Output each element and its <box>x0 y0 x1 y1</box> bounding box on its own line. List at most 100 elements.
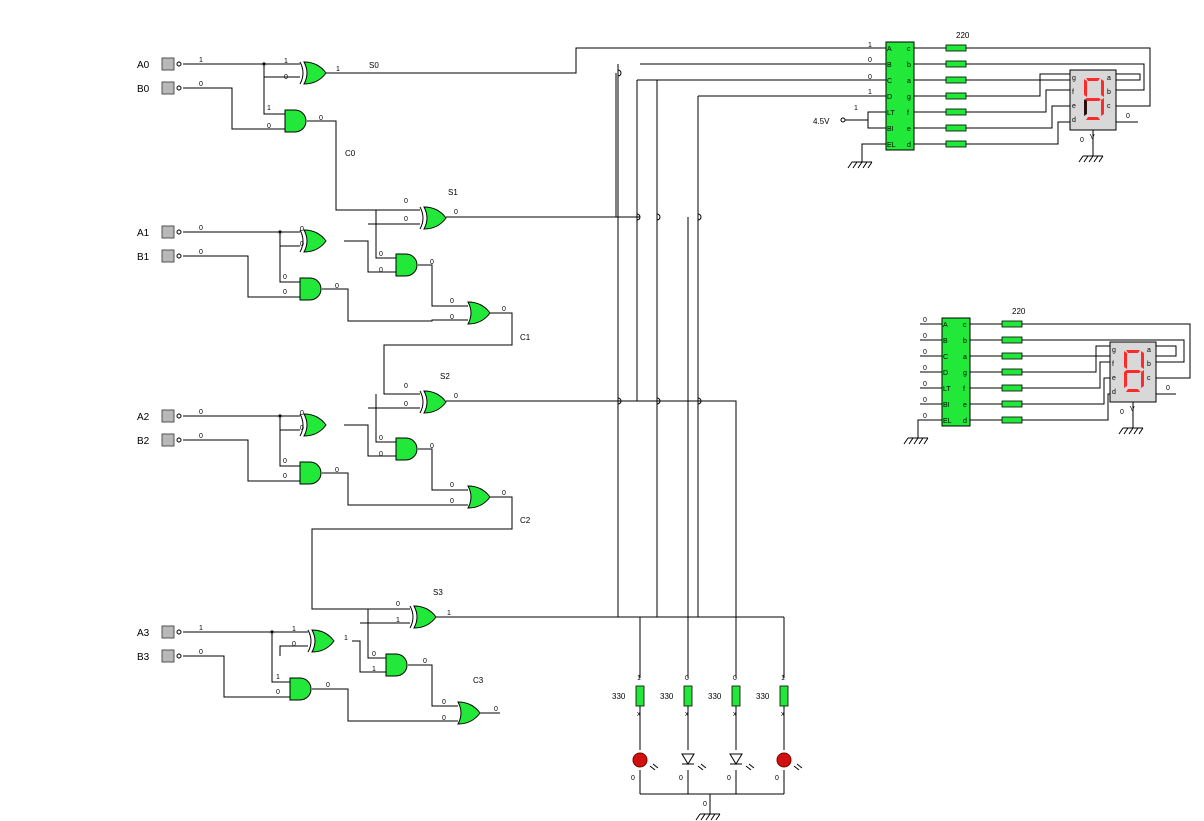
resistor-value: 330 <box>756 692 770 701</box>
resistor-330 <box>731 685 741 707</box>
node-level: 0 <box>727 775 731 782</box>
or-gate-c2 <box>467 485 491 509</box>
decoder-pin: EL <box>943 418 952 425</box>
xor-gate-s1 <box>423 206 447 230</box>
level: 0 <box>404 198 408 205</box>
xor-gate-s0 <box>303 61 327 85</box>
level: 0 <box>300 410 304 417</box>
wire <box>263 64 285 115</box>
input-switch[interactable] <box>161 433 175 447</box>
resistor-330 <box>683 685 693 707</box>
and-gate-a3a <box>289 677 312 701</box>
resistor-330 <box>779 685 789 707</box>
level: 0 <box>450 498 454 505</box>
decoder-pin: b <box>963 338 967 345</box>
level: 0 <box>502 306 506 313</box>
wire <box>861 143 886 156</box>
level: 0 <box>283 274 287 281</box>
level: 0 <box>276 689 280 696</box>
wire <box>383 312 513 395</box>
display-pin: f <box>1112 361 1114 368</box>
input-label: A1 <box>137 228 150 239</box>
led-unlit <box>729 753 743 765</box>
level: 0 <box>923 349 927 356</box>
decoder-pin: e <box>907 126 911 133</box>
level: 0 <box>868 74 872 81</box>
wire <box>656 80 689 678</box>
display-pin: d <box>1072 117 1076 124</box>
resistor-value: 330 <box>708 692 722 701</box>
wire <box>307 120 420 211</box>
led-emission-arrows <box>649 763 659 771</box>
wire <box>344 424 396 457</box>
decoder-pin: A <box>887 46 892 53</box>
junction-dot <box>262 62 266 66</box>
level: 1 <box>396 617 400 624</box>
switch-terminal <box>176 629 182 635</box>
wire <box>998 73 1070 97</box>
wire <box>183 439 300 482</box>
supply-label: 4.5V <box>813 117 830 126</box>
led-lit <box>632 752 648 768</box>
decoder-pin: g <box>963 370 967 377</box>
input-switch[interactable] <box>161 409 175 423</box>
segment-e <box>1124 370 1127 388</box>
wire <box>1054 361 1110 389</box>
decoder-pin: A <box>943 322 948 329</box>
level: 0 <box>442 699 446 706</box>
led-emission-arrows <box>697 763 707 771</box>
input-switch[interactable] <box>161 225 175 239</box>
wire <box>183 87 285 130</box>
resistor-220 <box>1001 384 1023 392</box>
level: 0 <box>454 209 458 216</box>
input-switch[interactable] <box>161 81 175 95</box>
switch-terminal <box>176 413 182 419</box>
segment-d <box>1086 117 1100 120</box>
led-emission-arrows <box>745 763 755 771</box>
and-gate-a3b <box>385 653 408 677</box>
display-pin: c <box>1107 103 1111 110</box>
xor-back-arc <box>419 206 424 230</box>
wire <box>1054 377 1110 405</box>
segment-f <box>1124 351 1127 369</box>
wire-crossover <box>617 397 622 405</box>
input-label: B3 <box>137 652 150 663</box>
level: 0 <box>379 251 383 258</box>
input-switch[interactable] <box>161 57 175 71</box>
xor-gate-x1 <box>303 229 327 253</box>
wire <box>1054 393 1110 421</box>
decoder-pin: b <box>907 62 911 69</box>
node-level: x <box>637 711 641 718</box>
xor-back-arc <box>409 605 414 629</box>
wire <box>183 631 290 683</box>
input-level: 0 <box>199 81 203 88</box>
input-level: 1 <box>199 57 203 64</box>
resistor-value: 330 <box>660 692 674 701</box>
level: 0 <box>379 267 383 274</box>
wire <box>867 120 886 129</box>
level: 1 <box>267 105 271 112</box>
level: 0 <box>292 641 296 648</box>
input-label: B2 <box>137 436 150 447</box>
junction-dot <box>278 414 282 418</box>
level: 1 <box>276 674 280 681</box>
input-switch[interactable] <box>161 249 175 263</box>
input-switch[interactable] <box>161 625 175 639</box>
input-switch[interactable] <box>161 649 175 663</box>
net-label-s3: S3 <box>433 588 443 597</box>
decoder-pin: c <box>907 46 911 53</box>
resistor-220 <box>1001 368 1023 376</box>
junction-dot <box>270 630 274 634</box>
level: 0 <box>1166 385 1170 392</box>
segment-c <box>1141 370 1144 388</box>
level: 0 <box>430 259 434 266</box>
wire <box>367 609 386 659</box>
decoder-pin: e <box>963 402 967 409</box>
segment-b <box>1141 351 1144 369</box>
display-pin: d <box>1112 389 1116 396</box>
level: 0 <box>379 451 383 458</box>
display-pin: V <box>1090 134 1095 141</box>
led-emission-arrows <box>793 763 803 771</box>
wire <box>375 394 396 443</box>
level: 1 <box>284 58 288 65</box>
